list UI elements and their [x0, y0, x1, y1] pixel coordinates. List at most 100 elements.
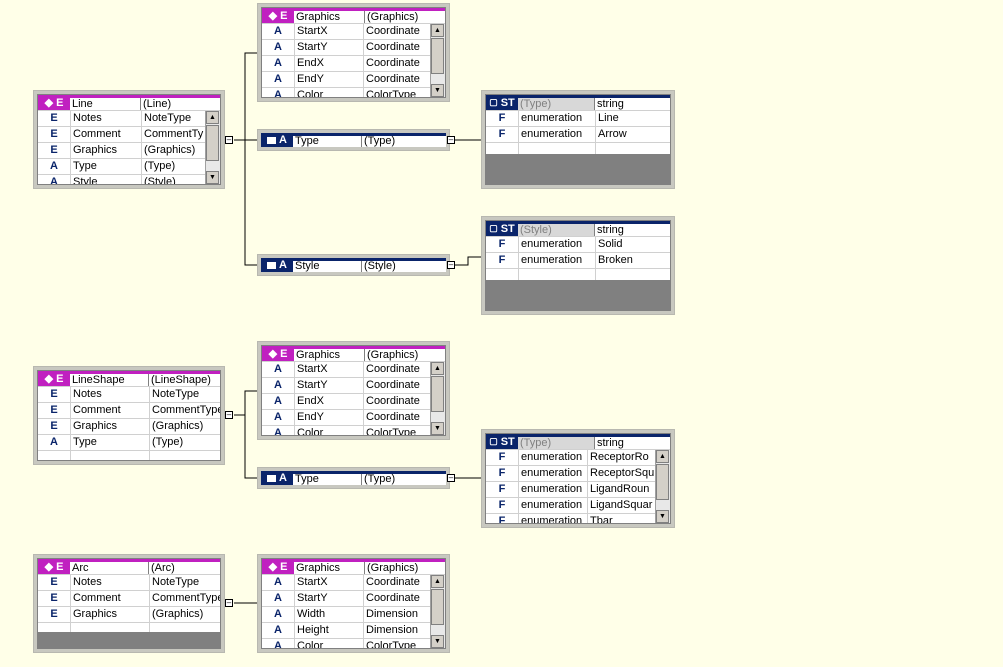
simpletype-base[interactable]: string — [595, 98, 670, 110]
scroll-up-icon[interactable]: ▲ — [431, 362, 444, 375]
scroll-thumb[interactable] — [656, 464, 669, 500]
simpletype-name[interactable]: (Style) — [518, 224, 595, 236]
scroll-down-icon[interactable]: ▼ — [431, 635, 444, 648]
element-type[interactable]: (Arc) — [149, 562, 220, 574]
vertical-scrollbar[interactable]: ▲▼ — [430, 24, 445, 97]
empty-row[interactable] — [38, 622, 220, 638]
scroll-down-icon[interactable]: ▼ — [431, 422, 444, 435]
collapse-toggle-icon[interactable]: – — [225, 410, 233, 419]
type-attribute-box[interactable]: A Type (Type) — [257, 129, 450, 151]
empty-row[interactable] — [486, 142, 670, 158]
collapse-toggle-icon[interactable]: – — [447, 260, 455, 269]
collapse-toggle-icon[interactable]: – — [225, 135, 233, 144]
element-type[interactable]: (Graphics) — [365, 562, 445, 574]
simpletype-base[interactable]: string — [595, 437, 670, 449]
attribute-name[interactable]: Type — [293, 474, 362, 485]
scroll-up-icon[interactable]: ▲ — [431, 24, 444, 37]
style-attribute-box[interactable]: A Style (Style) — [257, 254, 450, 276]
collapse-icon[interactable] — [267, 261, 277, 269]
simpletype-name[interactable]: (Type) — [518, 437, 595, 449]
scroll-up-icon[interactable]: ▲ — [656, 450, 669, 463]
element-type[interactable]: (Graphics) — [365, 11, 445, 23]
attribute-type[interactable]: (Style) — [362, 261, 446, 272]
vertical-scrollbar[interactable]: ▲▼ — [655, 450, 670, 523]
element-name[interactable]: Graphics — [294, 562, 365, 574]
scroll-thumb[interactable] — [431, 376, 444, 412]
attribute-type[interactable]: (Type) — [362, 474, 446, 485]
scroll-down-icon[interactable]: ▼ — [206, 171, 219, 184]
vertical-scrollbar[interactable]: ▲▼ — [430, 575, 445, 648]
element-type[interactable]: (Graphics) — [365, 349, 445, 361]
attribute-name[interactable]: Style — [293, 261, 362, 272]
attribute-type[interactable]: (Type) — [362, 136, 446, 147]
collapse-icon[interactable] — [267, 474, 277, 482]
element-name[interactable]: Line — [70, 98, 141, 110]
collapse-toggle-icon[interactable]: – — [447, 473, 455, 482]
scroll-thumb[interactable] — [206, 125, 219, 161]
element-name[interactable]: Arc — [70, 562, 149, 574]
empty-row[interactable] — [38, 450, 220, 460]
simpletype-name[interactable]: (Type) — [518, 98, 595, 110]
scroll-up-icon[interactable]: ▲ — [431, 575, 444, 588]
collapse-toggle-icon[interactable]: – — [447, 135, 455, 144]
element-type[interactable]: (Line) — [141, 98, 220, 110]
simpletype-base[interactable]: string — [595, 224, 670, 236]
element-type[interactable]: (LineShape) — [149, 374, 220, 386]
collapse-toggle-icon[interactable]: – — [225, 598, 233, 607]
type-attribute-box[interactable]: A Type (Type) — [257, 467, 450, 489]
scroll-thumb[interactable] — [431, 38, 444, 74]
collapse-icon[interactable] — [267, 136, 277, 144]
element-name[interactable]: Graphics — [294, 349, 365, 361]
vertical-scrollbar[interactable]: ▲▼ — [205, 111, 220, 184]
attribute-name[interactable]: Type — [293, 136, 362, 147]
empty-row[interactable] — [486, 268, 670, 284]
scroll-up-icon[interactable]: ▲ — [206, 111, 219, 124]
element-name[interactable]: Graphics — [294, 11, 365, 23]
scroll-down-icon[interactable]: ▼ — [431, 84, 444, 97]
element-name[interactable]: LineShape — [70, 374, 149, 386]
